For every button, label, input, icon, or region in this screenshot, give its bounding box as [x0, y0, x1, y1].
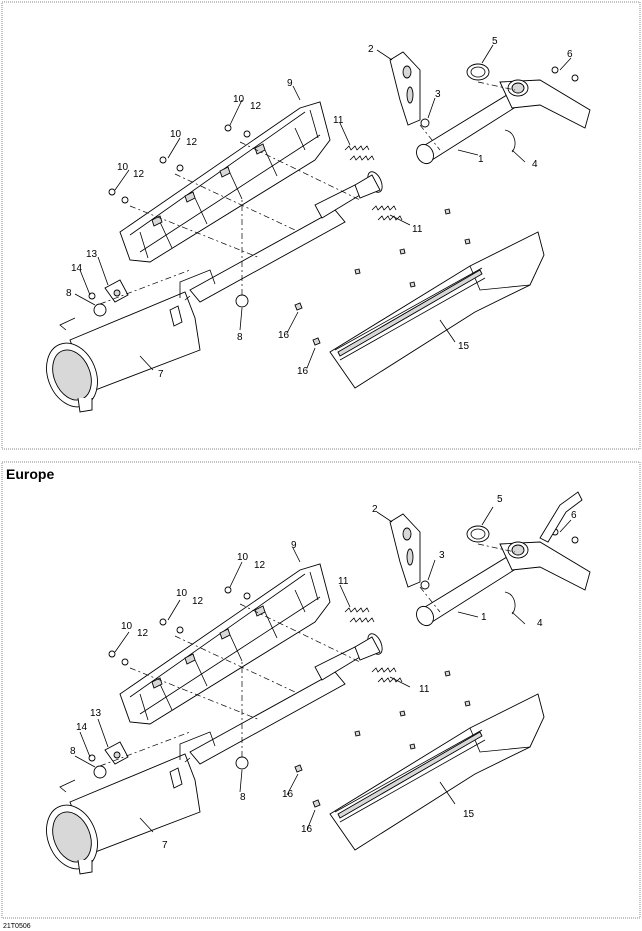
callout-12: 12	[250, 101, 262, 112]
leaders-panel-1	[74, 44, 572, 371]
callout-12: 12	[186, 137, 198, 148]
callout-10: 10	[121, 621, 133, 632]
panel-europe-frame	[1, 461, 641, 919]
assembly-standard	[36, 51, 591, 416]
callout-16: 16	[297, 366, 309, 377]
callout-14: 14	[71, 263, 83, 274]
panel-europe-title: Europe	[6, 466, 54, 482]
callout-6: 6	[571, 510, 577, 521]
callout-6: 6	[567, 49, 573, 60]
callout-16: 16	[301, 824, 313, 835]
callout-5: 5	[492, 36, 498, 47]
callout-3: 3	[439, 550, 445, 561]
leaders-panel-2	[74, 506, 572, 833]
callout-11: 11	[338, 576, 349, 587]
callout-16: 16	[278, 330, 290, 341]
callout-16: 16	[282, 789, 294, 800]
panel-standard-frame	[1, 1, 641, 450]
callout-13: 13	[86, 249, 98, 260]
callout-8: 8	[66, 288, 72, 299]
europe-tailpipe	[539, 491, 583, 543]
callout-7: 7	[158, 369, 164, 380]
callout-12: 12	[137, 628, 149, 639]
assembly-europe	[36, 513, 591, 878]
callout-11: 11	[412, 224, 423, 235]
callouts-panel-1: 2 5 6 9 10 12 3 10 12 11 1 4 10 12 11 13…	[66, 36, 573, 380]
callout-1: 1	[481, 612, 487, 623]
callout-12: 12	[133, 169, 145, 180]
callout-12: 12	[192, 596, 204, 607]
callout-10: 10	[233, 94, 245, 105]
callout-8: 8	[70, 746, 76, 757]
callouts-panel-2: 2 5 6 9 10 12 3 10 12 11 1 4 10 12 11 13…	[70, 494, 577, 851]
callout-15: 15	[458, 341, 470, 352]
callout-11: 11	[333, 115, 344, 126]
callout-7: 7	[162, 840, 168, 851]
callout-4: 4	[532, 159, 538, 170]
callout-9: 9	[291, 540, 297, 551]
callout-13: 13	[90, 708, 102, 719]
callout-8: 8	[237, 332, 243, 343]
callout-8: 8	[240, 792, 246, 803]
figure-code: 21T0506	[3, 923, 31, 930]
callout-15: 15	[463, 809, 475, 820]
callout-2: 2	[368, 44, 374, 55]
callout-1: 1	[478, 154, 484, 165]
callout-11: 11	[419, 684, 430, 695]
callout-14: 14	[76, 722, 88, 733]
callout-12: 12	[254, 560, 266, 571]
callout-3: 3	[435, 89, 441, 100]
callout-4: 4	[537, 618, 543, 629]
callout-2: 2	[372, 504, 378, 515]
callout-10: 10	[237, 552, 249, 563]
callout-10: 10	[117, 162, 129, 173]
callout-10: 10	[176, 588, 188, 599]
callout-9: 9	[287, 78, 293, 89]
callout-5: 5	[497, 494, 503, 505]
callout-10: 10	[170, 129, 182, 140]
